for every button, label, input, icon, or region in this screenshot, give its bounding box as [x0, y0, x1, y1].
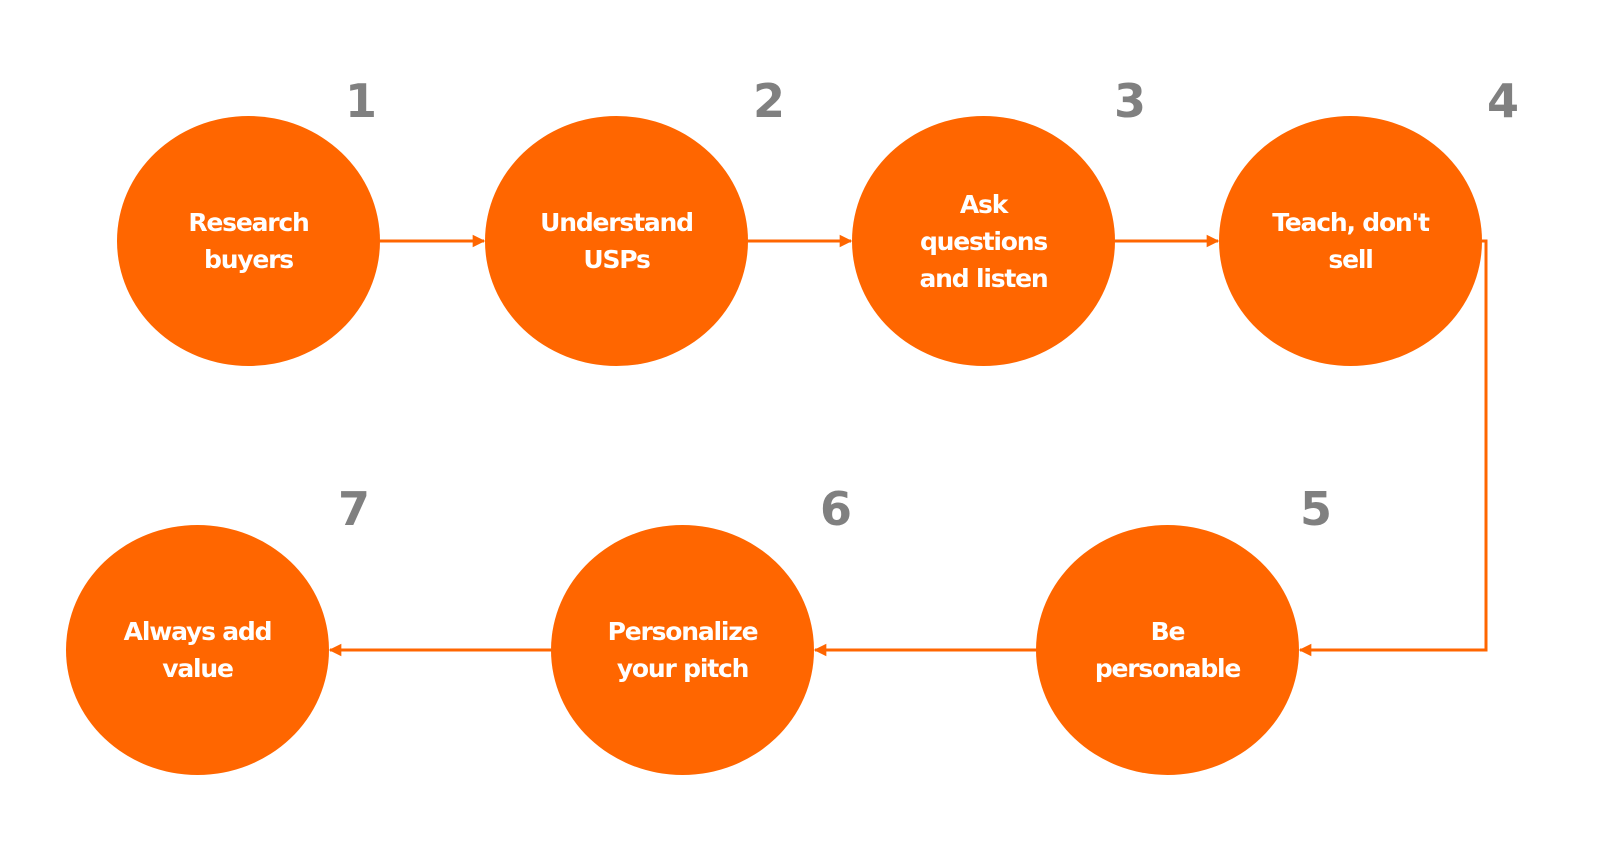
- step-circle-ask-questions: Ask questions and listen: [852, 116, 1115, 366]
- step-label-research-buyers: Research buyers: [188, 208, 309, 274]
- step-number-6: 6: [820, 482, 852, 536]
- step-label-be-personable: Be personable: [1094, 617, 1242, 683]
- step-number-4: 4: [1487, 74, 1519, 128]
- step-circle-always-add-value: Always add value: [66, 525, 329, 775]
- step-label-always-add-value: Always add value: [123, 617, 273, 683]
- step-label-teach-dont-sell: Teach, don't sell: [1272, 208, 1430, 274]
- step-circle-understand-usps: Understand USPs: [485, 116, 748, 366]
- arrow-4-to-5: [1298, 239, 1488, 657]
- step-label-personalize-pitch: Personalize your pitch: [607, 617, 759, 683]
- step-label-understand-usps: Understand USPs: [540, 208, 694, 274]
- step-number-7: 7: [338, 482, 370, 536]
- step-label-ask-questions: Ask questions and listen: [919, 189, 1049, 293]
- step-number-1: 1: [345, 74, 377, 128]
- step-circle-be-personable: Be personable: [1036, 525, 1299, 775]
- step-circle-personalize-pitch: Personalize your pitch: [551, 525, 814, 775]
- step-circle-research-buyers: Research buyers: [117, 116, 380, 366]
- step-circle-teach-dont-sell: Teach, don't sell: [1219, 116, 1482, 366]
- step-number-5: 5: [1300, 482, 1332, 536]
- step-number-2: 2: [753, 74, 785, 128]
- step-number-3: 3: [1114, 74, 1146, 128]
